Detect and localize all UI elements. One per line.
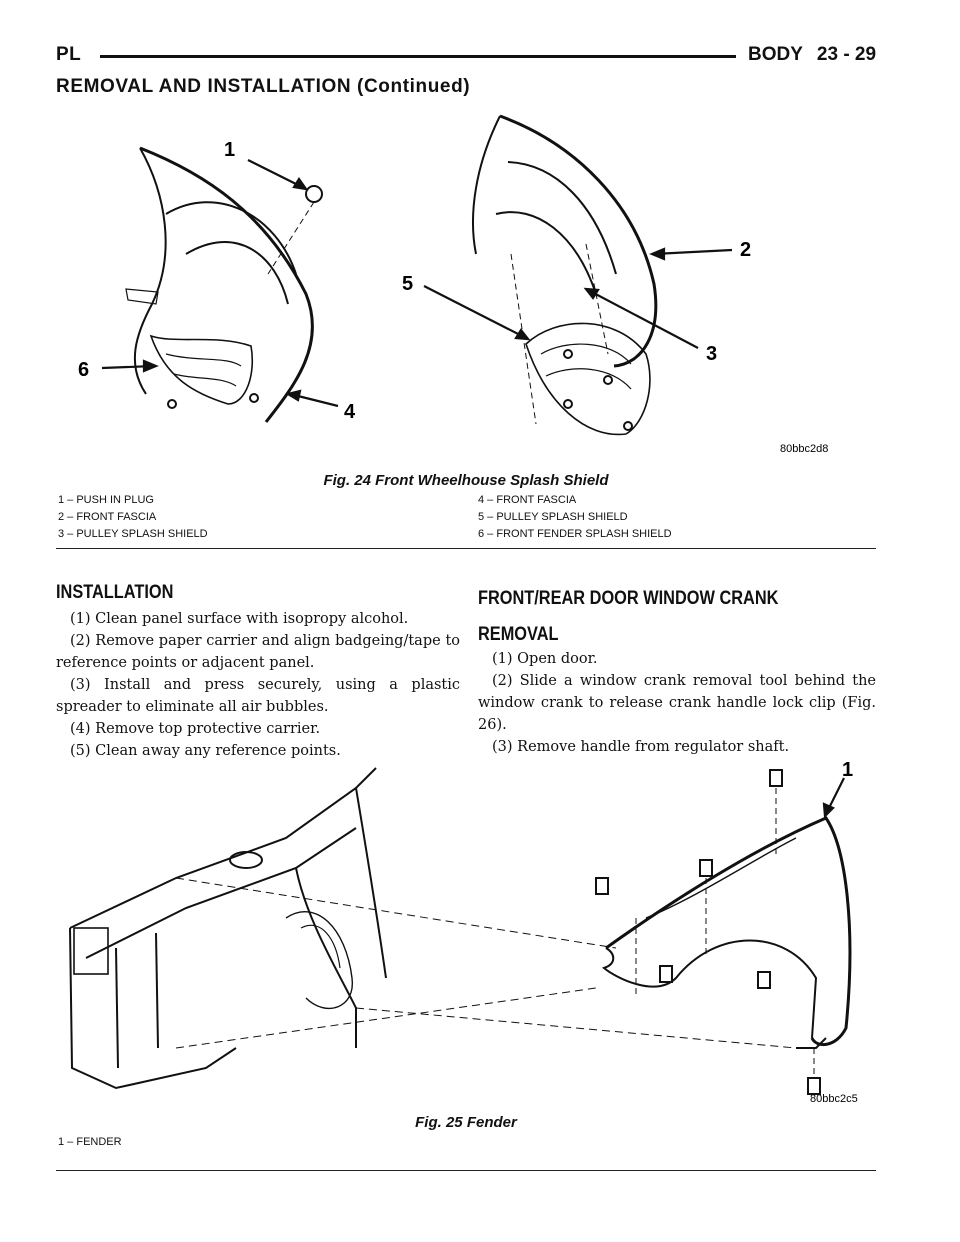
legend-item: 4 – FRONT FASCIA bbox=[478, 494, 577, 506]
fig24-bottom-rule bbox=[56, 548, 876, 549]
legend-item: 1 – FENDER bbox=[58, 1136, 122, 1148]
fig25-bottom-rule bbox=[56, 1170, 876, 1171]
installation-step: (3) Install and press securely, using a … bbox=[56, 677, 460, 715]
continued-heading: REMOVAL AND INSTALLATION (Continued) bbox=[56, 76, 471, 97]
fig24-code: 80bbc2d8 bbox=[780, 443, 828, 455]
header-right: BODY 23 - 29 bbox=[748, 44, 876, 66]
crank-step: (1) Open door. bbox=[492, 651, 598, 667]
legend-item: 3 – PULLEY SPLASH SHIELD bbox=[58, 528, 208, 540]
legend-item: 1 – PUSH IN PLUG bbox=[58, 494, 154, 506]
fig24-callout-1: 1 bbox=[224, 139, 235, 161]
fig25-legend: 1 – FENDER bbox=[58, 1134, 122, 1151]
installation-step: (4) Remove top protective carrier. bbox=[70, 721, 321, 737]
installation-step: (1) Clean panel surface with isopropy al… bbox=[70, 611, 409, 627]
installation-step: (5) Clean away any reference points. bbox=[70, 743, 341, 759]
header-left-label: PL bbox=[56, 44, 82, 65]
installation-steps: (1) Clean panel surface with isopropy al… bbox=[56, 608, 460, 762]
fig25-callout-1: 1 bbox=[842, 759, 853, 781]
installation-step: (2) Remove paper carrier and align badge… bbox=[56, 633, 460, 671]
crank-step: (2) Slide a window crank removal tool be… bbox=[478, 673, 876, 733]
figure-24-illustration: 1 2 3 4 5 6 80bbc2d8 bbox=[78, 114, 828, 455]
fig24-callout-6: 6 bbox=[78, 359, 89, 381]
fig24-legend-right: 4 – FRONT FASCIA 5 – PULLEY SPLASH SHIEL… bbox=[478, 492, 672, 543]
header-rule bbox=[100, 55, 736, 58]
page-number: 23 - 29 bbox=[816, 44, 877, 65]
legend-item: 6 – FRONT FENDER SPLASH SHIELD bbox=[478, 528, 672, 540]
fig24-callout-3: 3 bbox=[706, 343, 717, 365]
section-name: BODY bbox=[748, 44, 803, 65]
window-crank-heading: FRONT/REAR DOOR WINDOW CRANK bbox=[478, 588, 779, 609]
crank-step: (3) Remove handle from regulator shaft. bbox=[492, 739, 790, 755]
window-crank-steps: (1) Open door. (2) Slide a window crank … bbox=[478, 648, 876, 758]
installation-heading: INSTALLATION bbox=[56, 582, 174, 603]
fig25-code: 80bbc2c5 bbox=[810, 1093, 858, 1105]
removal-subheading: REMOVAL bbox=[478, 624, 559, 645]
figure-25-illustration: 1 80bbc2c5 bbox=[69, 759, 858, 1105]
fig24-callout-5: 5 bbox=[402, 273, 413, 295]
fig25-caption: Fig. 25 Fender bbox=[415, 1114, 517, 1131]
fig24-legend-left: 1 – PUSH IN PLUG 2 – FRONT FASCIA 3 – PU… bbox=[58, 492, 208, 543]
legend-item: 2 – FRONT FASCIA bbox=[58, 511, 157, 523]
fig24-caption: Fig. 24 Front Wheelhouse Splash Shield bbox=[323, 472, 609, 489]
fig24-callout-4: 4 bbox=[344, 401, 356, 423]
fig24-callout-2: 2 bbox=[740, 239, 751, 261]
legend-item: 5 – PULLEY SPLASH SHIELD bbox=[478, 511, 628, 523]
